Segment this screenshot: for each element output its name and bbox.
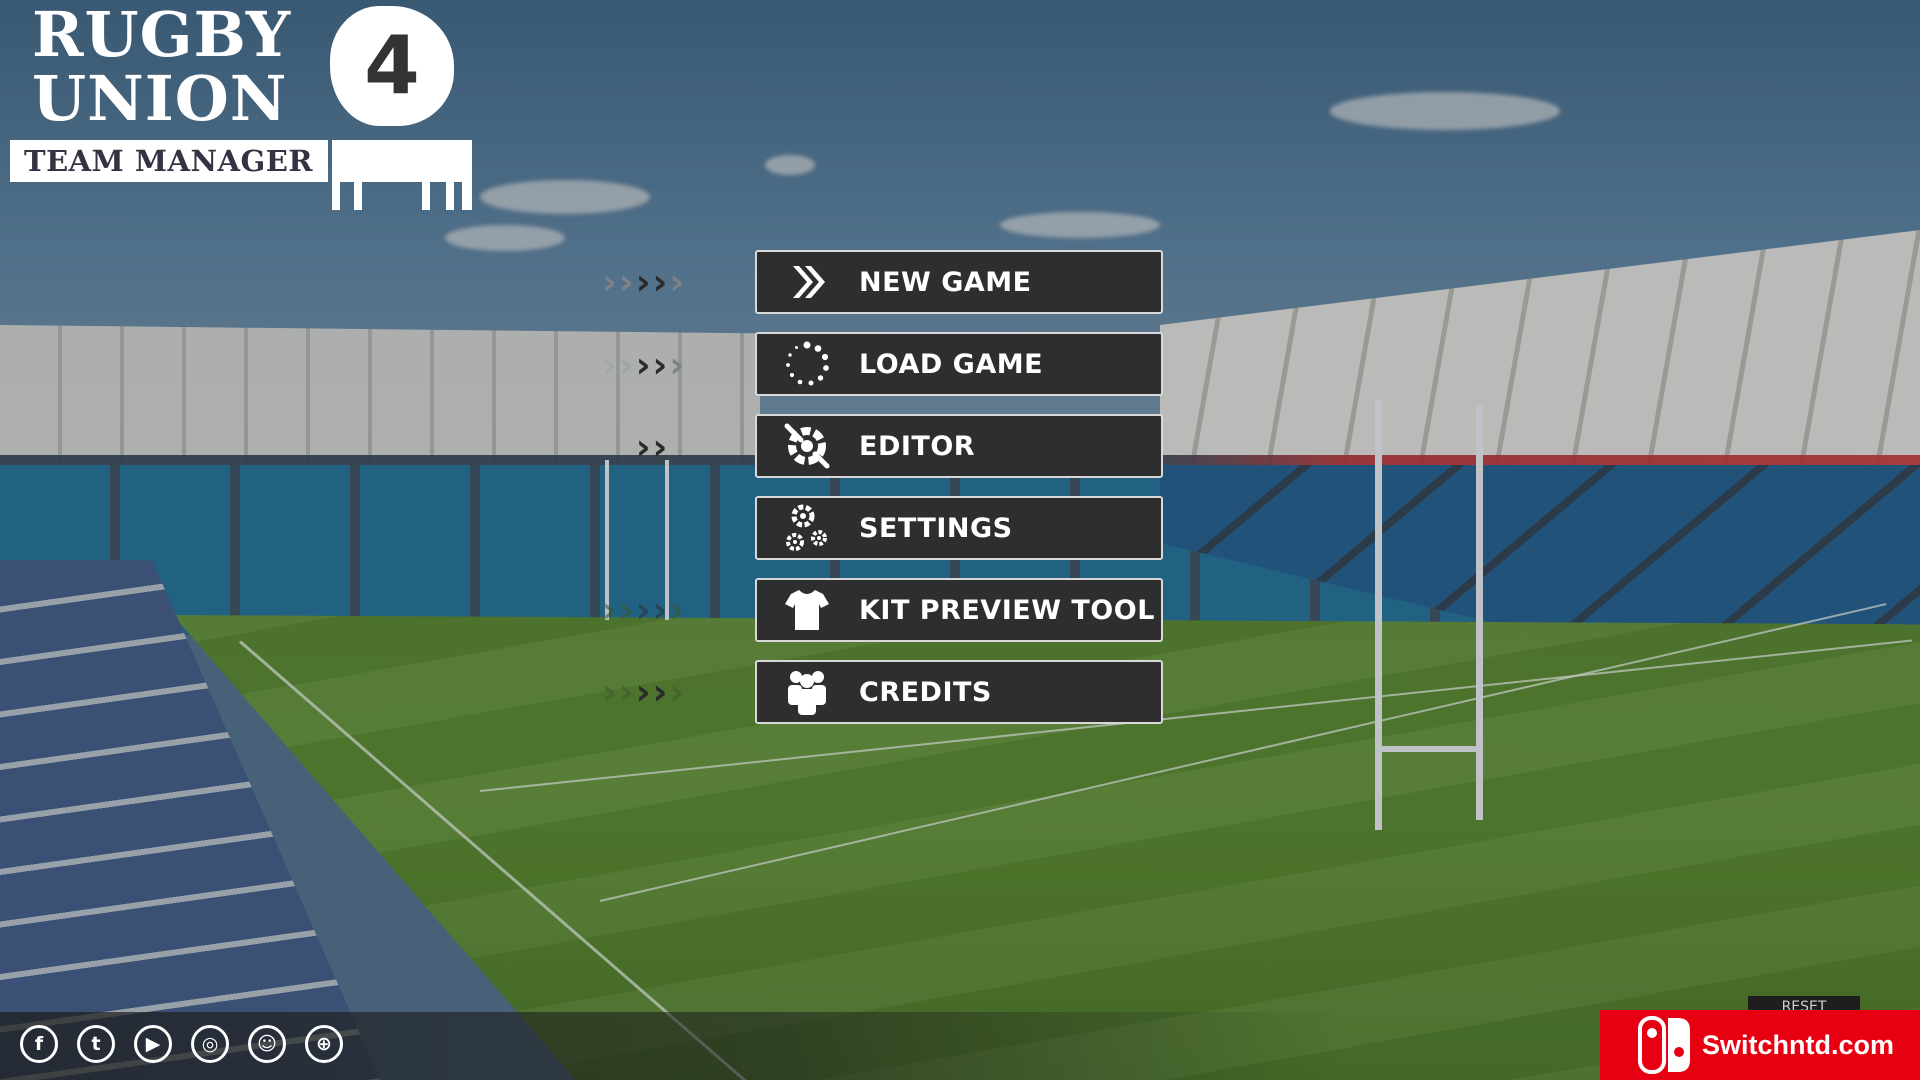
editor-button[interactable]: EDITOR (755, 414, 1163, 478)
shirt-icon (779, 582, 835, 638)
cloud (1000, 212, 1160, 238)
youtube-icon[interactable]: ▶ (134, 1025, 172, 1063)
people-icon (779, 664, 835, 720)
kit-preview-tool-button[interactable]: KIT PREVIEW TOOL (755, 578, 1163, 642)
cloud (480, 180, 650, 214)
facebook-icon[interactable]: f (20, 1025, 58, 1063)
editor-label: EDITOR (859, 430, 976, 462)
instagram-icon[interactable]: ◎ (191, 1025, 229, 1063)
editor-cog-icon (779, 418, 835, 474)
new-game-button[interactable]: NEW GAME (755, 250, 1163, 314)
watermark-banner: Switchntd.com (1600, 1010, 1920, 1080)
arrow-decoration: ››››› (602, 262, 685, 303)
switch-logo-icon (1636, 1016, 1694, 1074)
credits-label: CREDITS (859, 676, 992, 708)
arrow-decoration: ››››› (635, 427, 668, 468)
new-game-label: NEW GAME (859, 266, 1032, 298)
double-chevron-icon (779, 254, 835, 310)
goal-post (1476, 405, 1483, 820)
settings-label: SETTINGS (859, 512, 1013, 544)
goal-post (665, 460, 669, 620)
logo-word-union: UNION (32, 62, 288, 135)
logo-word-rugby: RUGBY (32, 0, 292, 71)
load-game-button[interactable]: LOAD GAME (755, 332, 1163, 396)
load-game-label: LOAD GAME (859, 348, 1044, 380)
goal-post (1375, 400, 1382, 830)
arrow-decoration: ››››› (602, 345, 685, 386)
credits-button[interactable]: CREDITS (755, 660, 1163, 724)
cloud (765, 155, 815, 175)
arrow-decoration: ››››› (602, 590, 685, 631)
logo-post-right (462, 140, 472, 210)
cloud (1330, 92, 1560, 130)
cloud (445, 225, 565, 251)
arrow-decoration: ››››› (602, 672, 685, 713)
goal-post (605, 460, 609, 620)
logo-subtitle: TEAM MANAGER (10, 140, 328, 182)
goal-crossbar (1375, 746, 1483, 752)
settings-button[interactable]: SETTINGS (755, 496, 1163, 560)
stadium-roof-left (0, 325, 760, 465)
social-links: f t ▶ ◎ ☺ ⊕ (20, 1025, 343, 1063)
website-globe-icon[interactable]: ⊕ (305, 1025, 343, 1063)
twitter-icon[interactable]: t (77, 1025, 115, 1063)
watermark-text: Switchntd.com (1702, 1029, 1895, 1060)
logo-crossbar (332, 140, 472, 182)
logo-number-badge: 4 (330, 6, 454, 126)
loading-spinner-icon (779, 336, 835, 392)
kit-preview-tool-label: KIT PREVIEW TOOL (859, 594, 1155, 626)
game-logo: RUGBY UNION TEAM MANAGER 4 (10, 0, 472, 215)
gears-icon (779, 500, 835, 556)
discord-icon[interactable]: ☺ (248, 1025, 286, 1063)
